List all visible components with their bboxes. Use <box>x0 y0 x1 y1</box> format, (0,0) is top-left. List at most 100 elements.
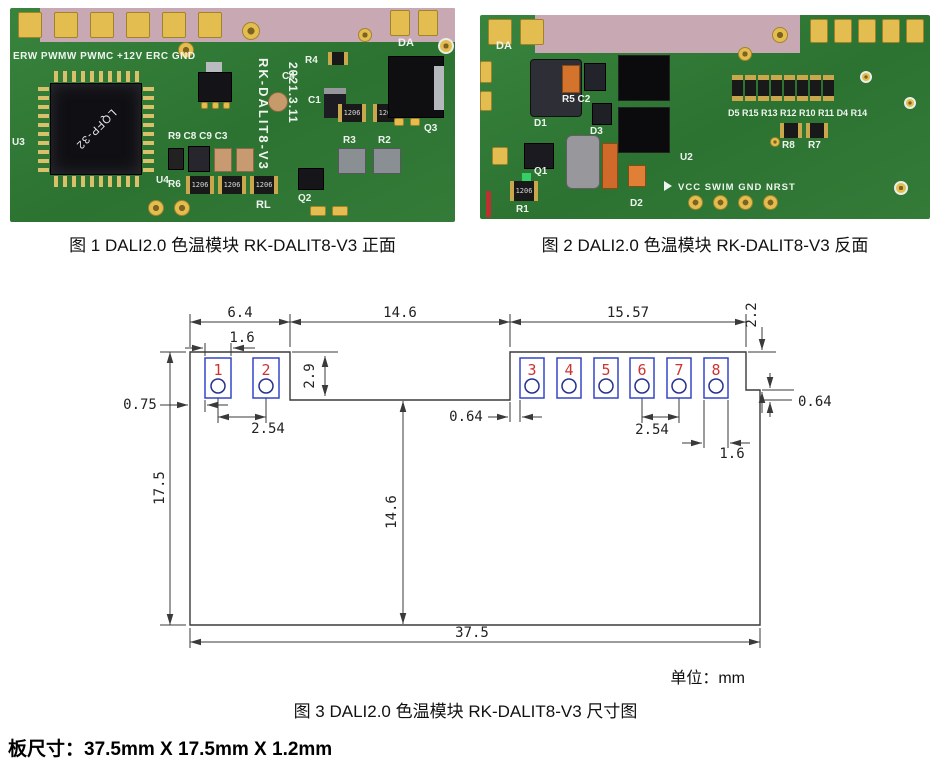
gold-pad <box>418 10 438 36</box>
figure3-dimension-drawing: 6.4 14.6 15.57 1.6 2.2 2.9 0.75 2.54 <box>123 302 832 648</box>
gold-pad <box>906 19 924 43</box>
gold-pad <box>212 102 219 109</box>
regulator-tab <box>206 62 222 72</box>
via-hole <box>860 71 872 83</box>
gold-pad <box>480 91 492 111</box>
dim-board-width: 37.5 <box>455 625 489 641</box>
resistor <box>823 75 834 101</box>
resistor-code: 1206 <box>223 180 241 189</box>
resistor-r5 <box>562 65 580 93</box>
dim-left-offset: 0.75 <box>123 397 157 413</box>
silkscreen-rev: RL <box>256 199 271 211</box>
resistor <box>328 52 348 65</box>
chip-marking: LQFP-32 <box>73 106 119 152</box>
resistor-code: 1206 <box>191 180 209 189</box>
capacitor <box>602 143 618 189</box>
resistor <box>758 75 769 101</box>
capacitor <box>373 148 401 174</box>
resistor-code: 1206 <box>255 180 273 189</box>
resistor <box>771 75 782 101</box>
capacitor <box>188 146 210 172</box>
diode-d3 <box>592 103 612 125</box>
silkscreen-d3: D3 <box>590 126 603 137</box>
dim-pin-width-left: 1.6 <box>229 330 254 346</box>
dim-pin-width-right: 1.6 <box>719 446 744 462</box>
gold-pad <box>332 206 348 216</box>
via-hole <box>738 195 753 210</box>
silkscreen-r4: R4 <box>305 55 318 66</box>
figure2-caption: 图 2 DALI2.0 色温模块 RK-DALIT8-V3 反面 <box>541 236 869 255</box>
silkscreen-pin-names: ERW PWMW PWMC +12V ERC GND <box>13 51 196 62</box>
qfp-pins-top <box>54 71 140 82</box>
via-hole <box>894 181 908 195</box>
dim-right-step: 2.2 <box>744 302 760 327</box>
via-hole <box>770 137 780 147</box>
gold-pad <box>882 19 900 43</box>
capacitor <box>168 148 184 170</box>
silkscreen-res-row: D5 R15 R13 R12 R10 R11 D4 R14 <box>728 108 868 118</box>
unit-label: 单位：mm <box>670 670 745 687</box>
pcb-photo-front: ERW PWMW PWMC +12V ERC GND DA LQFP-32 U3… <box>10 8 455 222</box>
via-hole <box>174 200 190 216</box>
gold-pad <box>810 19 828 43</box>
board-size-text: 板尺寸：37.5mm X 17.5mm X 1.2mm <box>8 739 333 760</box>
gold-pad <box>310 206 326 216</box>
gold-pad <box>394 118 404 126</box>
regulator-body <box>198 72 232 102</box>
silkscreen-arrow-icon <box>664 181 672 191</box>
resistor-r8 <box>780 123 802 138</box>
via-hole <box>242 22 260 40</box>
via-hole <box>772 27 788 43</box>
dim-body-height: 14.6 <box>384 495 400 529</box>
inductor <box>566 135 600 189</box>
qfp-pins-left <box>38 87 49 173</box>
silkscreen-q2: Q2 <box>298 193 312 204</box>
dim-pitch-left: 2.54 <box>251 421 285 437</box>
resistor <box>810 75 821 101</box>
silkscreen-r5-c2: R5 C2 <box>562 94 591 105</box>
via-hole <box>738 47 752 61</box>
transistor-q1 <box>524 143 554 169</box>
silkscreen-u4: U4 <box>156 175 169 186</box>
led-green <box>522 173 531 182</box>
silkscreen-mid-row: R9 C8 C9 C3 <box>168 131 228 142</box>
dim-top-right: 15.57 <box>607 305 649 321</box>
resistor <box>732 75 743 101</box>
pin-number: 5 <box>601 361 610 379</box>
pin-number: 6 <box>637 361 646 379</box>
silkscreen-q1: Q1 <box>534 166 548 177</box>
silkscreen-d1: D1 <box>534 118 547 129</box>
resistor <box>745 75 756 101</box>
silkscreen-u2: U2 <box>680 152 693 163</box>
via-hole <box>358 28 372 42</box>
silkscreen-d2: D2 <box>630 198 643 209</box>
dim-gap-left: 0.64 <box>449 409 483 425</box>
silkscreen-r6: R6 <box>168 179 181 190</box>
pcb-photo-back: DA D1 R5 C2 D3 U2 Q1 1206 R1 <box>480 15 930 219</box>
gold-pad <box>126 12 150 38</box>
capacitor <box>268 92 288 112</box>
figure3-caption: 图 3 DALI2.0 色温模块 RK-DALIT8-V3 尺寸图 <box>293 702 638 721</box>
gold-pad <box>480 61 492 83</box>
gold-pad <box>492 147 508 165</box>
via-hole <box>688 195 703 210</box>
pin-number: 1 <box>213 361 222 379</box>
silkscreen-r2: R2 <box>378 135 391 146</box>
figure1-caption: 图 1 DALI2.0 色温模块 RK-DALIT8-V3 正面 <box>69 236 396 255</box>
silkscreen-c4: C4 <box>282 71 295 82</box>
silkscreen-u3: U3 <box>12 137 25 148</box>
resistor: 1206 <box>186 176 214 194</box>
pin-pads: 1 2 3 4 5 6 7 8 <box>204 357 729 399</box>
gold-pad <box>223 102 230 109</box>
pin-number: 7 <box>674 361 683 379</box>
pin-number: 2 <box>261 361 270 379</box>
silkscreen-r1: R1 <box>516 204 529 215</box>
resistor: 1206 <box>218 176 246 194</box>
dim-top-middle: 14.6 <box>383 305 417 321</box>
dim-top-left: 6.4 <box>227 305 252 321</box>
capacitor <box>214 148 232 172</box>
via-hole <box>763 195 778 210</box>
silkscreen-r7: R7 <box>808 140 821 151</box>
dim-notch-depth: 2.9 <box>302 363 318 388</box>
gold-pad <box>858 19 876 43</box>
